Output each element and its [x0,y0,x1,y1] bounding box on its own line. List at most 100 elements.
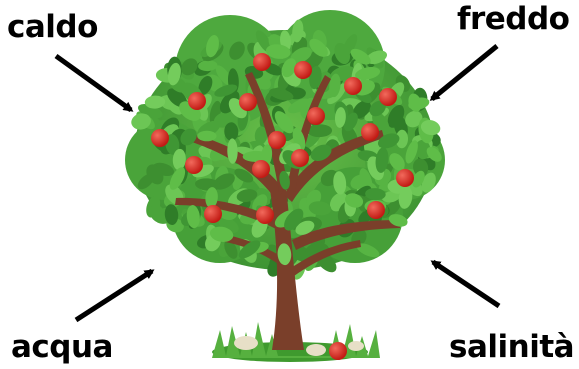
leaf [274,111,294,134]
arrow-salinita [430,259,501,309]
leaf [265,44,291,59]
leaf [181,58,198,76]
leaf [309,65,322,90]
leaf [405,140,418,164]
leaf [149,204,165,223]
leaf [146,164,164,185]
leaf [169,167,186,190]
label-salinita: salinità [449,329,575,365]
apple [294,61,312,79]
leaf [215,65,232,86]
leaf [277,243,292,266]
apple [291,149,309,167]
leaf [281,58,297,78]
apple [307,107,325,125]
apple [188,92,206,110]
leaf [350,48,371,65]
leaf [352,100,371,119]
apple [185,156,203,174]
apple [379,88,397,106]
apple [151,129,169,147]
leaf [387,105,405,128]
apple [268,131,286,149]
arrow-acqua [74,268,155,323]
leaf [308,201,332,216]
apple [252,160,270,178]
leaf [284,208,304,231]
leaf [421,172,436,193]
leaf [198,60,218,72]
leaf [395,129,409,149]
arrow-freddo [429,44,499,101]
leaf [307,124,333,138]
leaf [290,47,312,64]
leaf [413,158,429,177]
leaf [333,171,347,195]
leaf [254,126,268,145]
leaf [345,193,364,208]
apple [253,53,271,71]
leaf [398,186,413,209]
leaf [369,100,386,117]
leaf [342,34,358,57]
leaf [355,67,381,80]
apple [396,169,414,187]
leaf [388,214,408,227]
leaf [389,153,405,171]
leaf [229,41,245,60]
leaf [144,95,166,109]
label-freddo: freddo [457,1,570,37]
apple [239,93,257,111]
leaf [131,113,151,130]
leaf [310,144,332,161]
leaf [238,240,261,259]
leaf [329,73,341,98]
leaf [172,148,186,171]
apple [256,206,274,224]
fallen-apple [329,342,347,360]
leaf [415,139,431,160]
leaf [377,133,400,149]
label-caldo: caldo [7,9,98,45]
apple [367,201,385,219]
grass [212,322,380,362]
leaf [224,239,238,259]
leaf [309,38,328,57]
leaf [205,187,218,209]
leaf [234,168,254,183]
leaf [334,107,346,128]
leaf [292,19,304,43]
leaf [209,226,234,242]
leaf [227,138,238,164]
leaf [198,75,213,95]
apple [204,205,222,223]
leaf [236,189,258,203]
leaf [375,147,389,173]
leaf [197,130,217,142]
apple [344,77,362,95]
leaf [356,243,380,258]
leaf [381,191,400,203]
label-acqua: acqua [11,329,113,365]
leaf [295,220,315,235]
leaf [214,84,238,97]
leaf [224,122,239,141]
apple [361,123,379,141]
leaf [180,128,197,146]
leaf [412,170,425,188]
leaf [186,205,200,229]
apples [151,53,414,224]
leaf [167,62,181,86]
leaf [365,188,386,201]
leaf [279,170,290,190]
leaf [426,147,442,162]
leaf [164,204,179,225]
arrow-caldo [54,53,134,113]
leaf [420,120,441,136]
leaf [366,50,388,65]
leaf [405,110,423,128]
leaf [269,88,294,101]
leaf [206,35,219,58]
